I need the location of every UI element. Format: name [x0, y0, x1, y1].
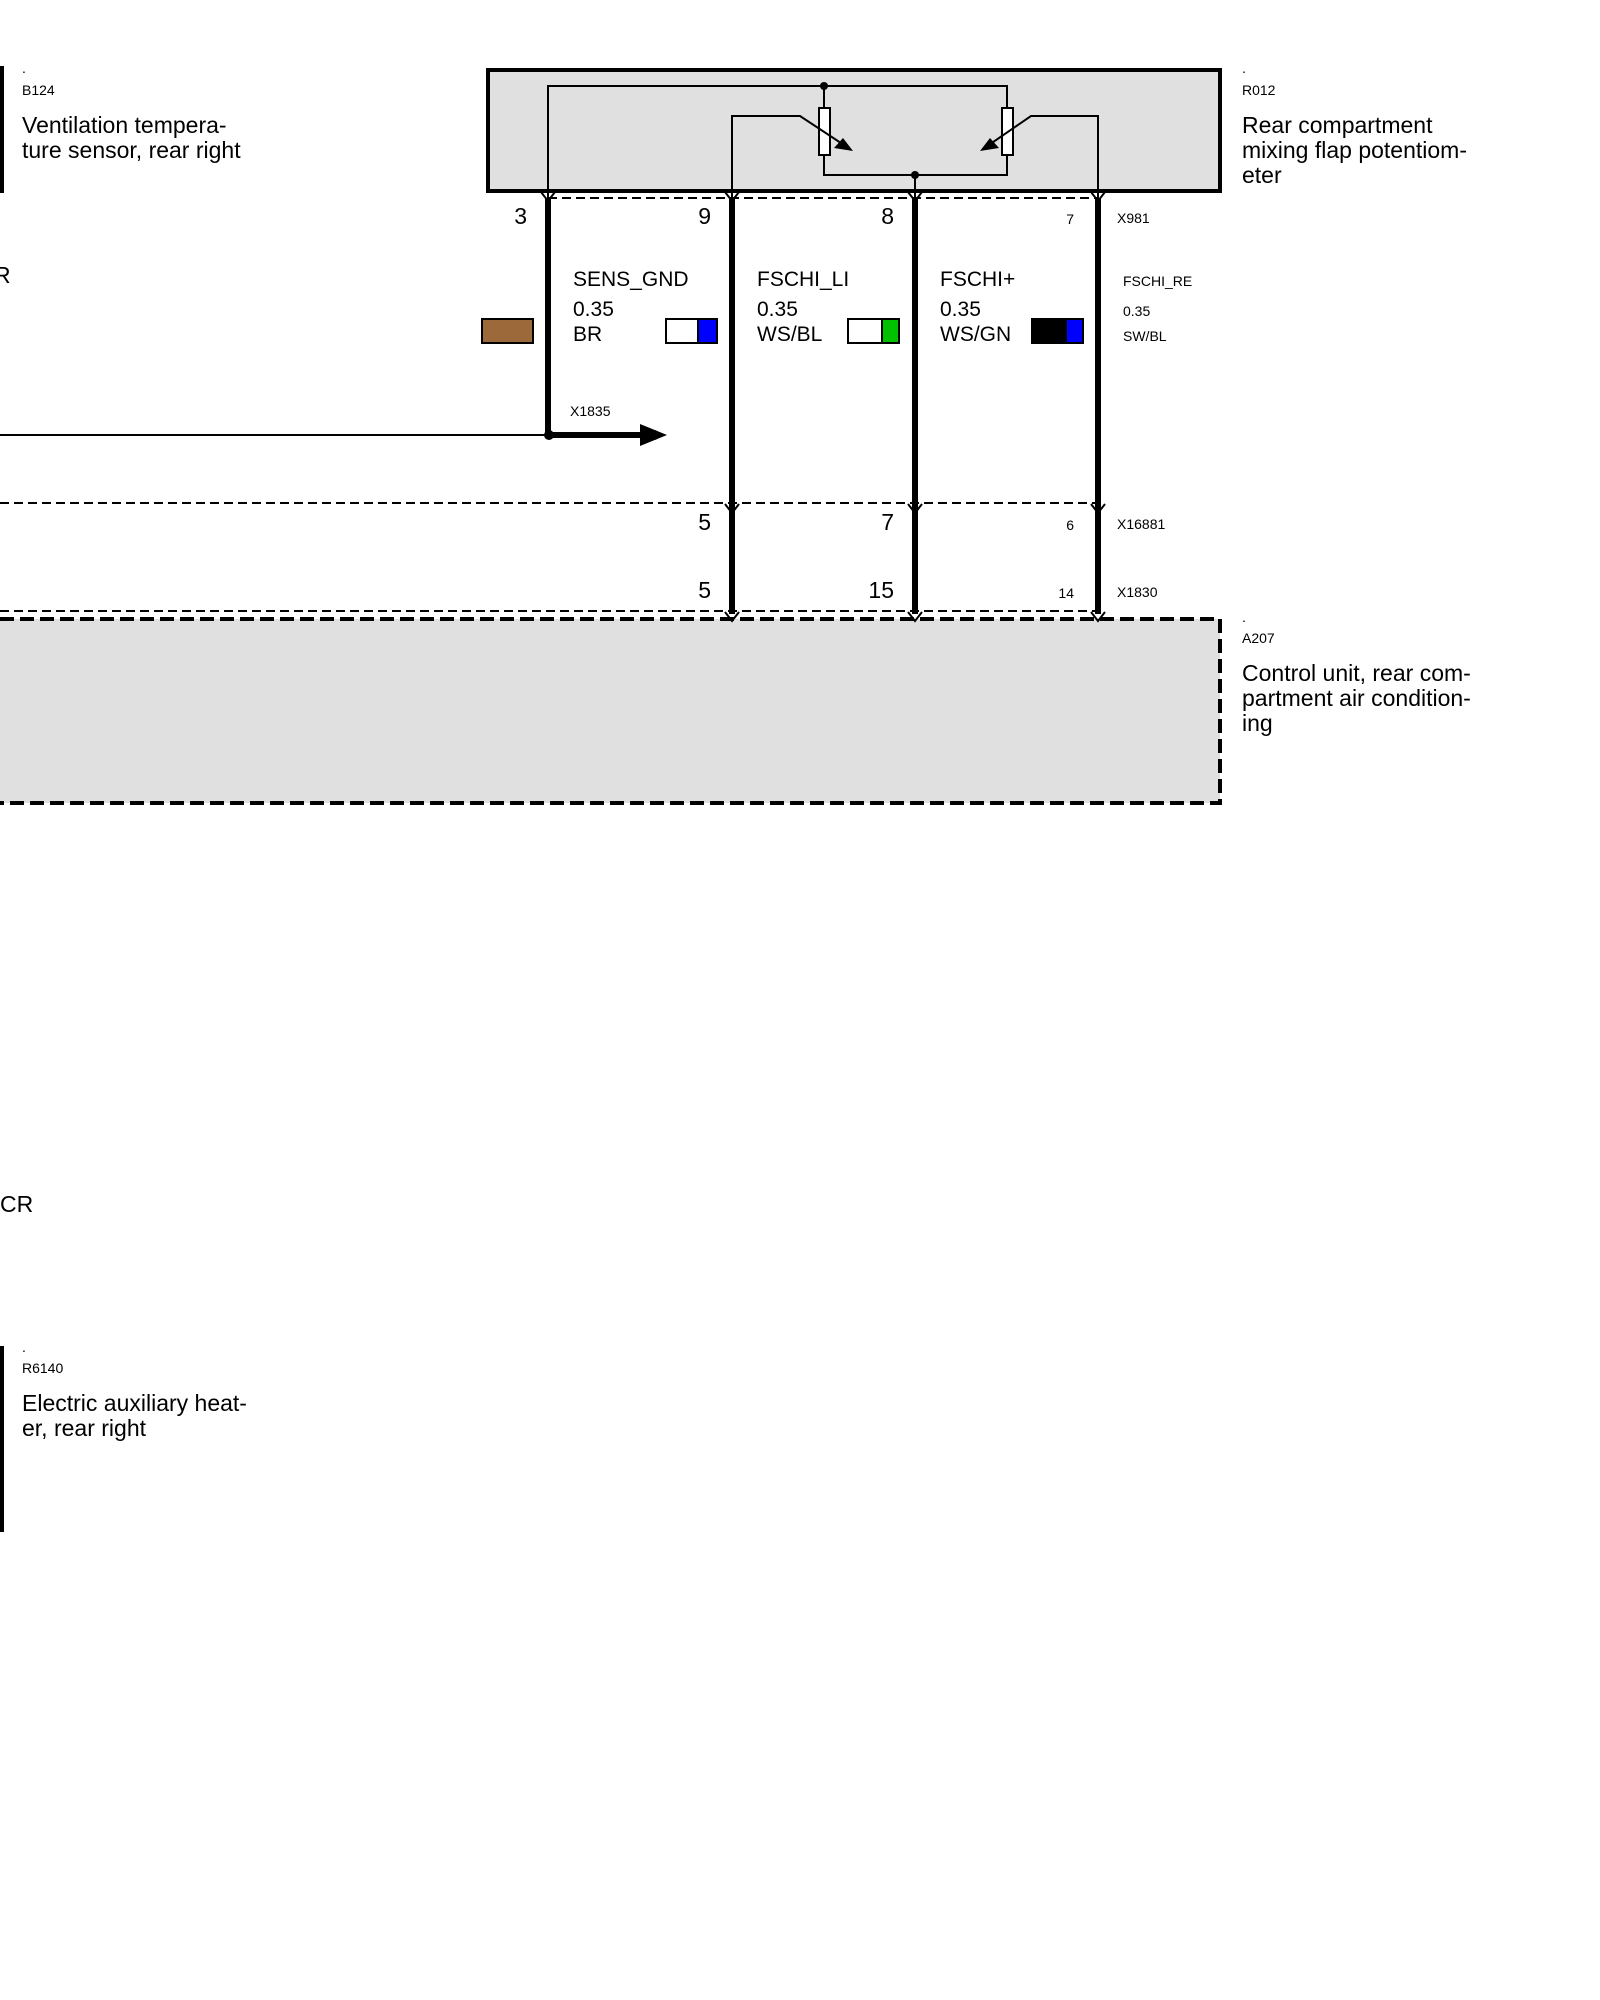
r6140-id: R6140: [22, 1360, 63, 1376]
wire-signal-name: SENS_GND: [573, 268, 689, 291]
wiper-arrow-left: [834, 138, 853, 151]
pin-number: 15: [868, 577, 894, 603]
connector-x16881-label: X16881: [1117, 516, 1165, 532]
r012-desc-line2: mixing flap potentiom-: [1242, 137, 1467, 163]
junction-dot: [820, 82, 828, 90]
connector-x1835-label: X1835: [570, 403, 611, 419]
swatch-ws-gn: [847, 318, 900, 344]
wire-gauge: 0.35: [1123, 303, 1150, 319]
r6140-desc-line1: Electric auxiliary heat-: [22, 1390, 247, 1416]
a207-desc-line3: ing: [1242, 710, 1273, 736]
b124-dot: .: [22, 60, 26, 76]
wire-gauge: 0.35: [757, 298, 798, 321]
wire-gauge: 0.35: [573, 298, 614, 321]
a207-desc-line2: partment air condition-: [1242, 685, 1471, 711]
wire-color-code: WS/GN: [940, 323, 1011, 346]
edge-label-cr: CR: [0, 1191, 33, 1217]
connector-x1830-label: X1830: [1117, 584, 1158, 600]
pin-number: 7: [881, 509, 894, 535]
pin-number: 6: [1066, 517, 1074, 533]
pin-number: 3: [514, 203, 527, 229]
pin-number: 8: [881, 203, 894, 229]
swatch-br: [481, 318, 534, 344]
wire-signal-name: FSCHI_LI: [757, 268, 849, 291]
wire-gauge: 0.35: [940, 298, 981, 321]
b124-desc-line1: Ventilation tempera-: [22, 112, 227, 138]
wire-color-code: WS/BL: [757, 323, 822, 346]
edge-label-r: R: [0, 262, 11, 288]
a207-id: A207: [1242, 630, 1275, 646]
pin-number: 5: [698, 577, 711, 603]
wire-color-code: BR: [573, 323, 602, 346]
x1835-arrow-head: [640, 424, 667, 446]
r6140-desc-line2: er, rear right: [22, 1415, 147, 1441]
b124-id: B124: [22, 82, 55, 98]
b124-desc-line2: ture sensor, rear right: [22, 137, 241, 163]
a207-desc-line1: Control unit, rear com-: [1242, 660, 1471, 686]
pin-number: 9: [698, 203, 711, 229]
a207-component-box: [0, 617, 1222, 805]
junction-dot: [544, 430, 554, 440]
wire-signal-name: FSCHI+: [940, 268, 1015, 291]
a207-dot: .: [1242, 609, 1246, 625]
swatch-ws-bl: [665, 318, 718, 344]
pin-chevrons: [540, 191, 1106, 623]
swatch-sw-bl: [1031, 318, 1084, 344]
pin-number: 7: [1066, 211, 1074, 227]
wire-color-code: SW/BL: [1123, 328, 1167, 344]
pin-number: 5: [698, 509, 711, 535]
r6140-dot: .: [22, 1339, 26, 1355]
potentiometer-symbol: [547, 85, 1099, 198]
junction-dot: [911, 171, 919, 179]
r012-desc-line3: eter: [1242, 162, 1282, 188]
r012-dot: .: [1242, 60, 1246, 76]
connector-x981-label: X981: [1117, 210, 1150, 226]
wire-signal-name: FSCHI_RE: [1123, 273, 1192, 289]
pin-number: 14: [1058, 585, 1074, 601]
wiper-arrow-right: [980, 138, 999, 151]
r012-component-box: [486, 68, 1222, 193]
r012-id: R012: [1242, 82, 1276, 98]
r012-desc-line1: Rear compartment: [1242, 112, 1433, 138]
